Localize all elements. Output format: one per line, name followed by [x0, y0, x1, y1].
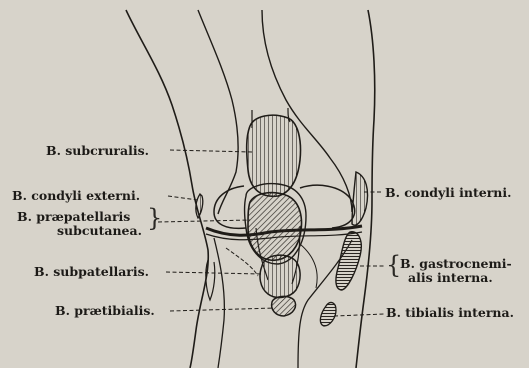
bursa-subpatellaris: [260, 255, 300, 297]
medial-condyle: [300, 185, 355, 228]
label-gastrocnemialis-line2: alis interna.: [408, 271, 493, 284]
brace-gastrocnemialis: {: [386, 255, 401, 275]
leader-subpatellaris: [166, 272, 262, 274]
label-condyli-interni: B. condyli interni.: [385, 186, 512, 199]
bursa-praepatellaris: [248, 193, 302, 261]
label-tibialis-interna: B. tibialis interna.: [386, 306, 514, 319]
label-gastrocnemialis-line1: B. gastrocnemi-: [400, 257, 512, 270]
femur-left-edge: [198, 10, 238, 214]
leader-tibialis-interna: [334, 314, 384, 316]
bursa-praetibialis: [272, 296, 296, 316]
leader-praetibialis: [170, 308, 274, 311]
tibia-left-edge: [214, 238, 224, 368]
label-praepatellaris-line2: subcutanea.: [57, 224, 142, 237]
label-praetibialis: B. prætibialis.: [55, 304, 155, 317]
bursa-gastrocnemialis: [336, 232, 361, 290]
bursa-condyli-interni: [352, 172, 368, 225]
brace-praepatellaris: }: [147, 208, 162, 228]
label-praepatellaris-line1: B. præpatellaris: [17, 210, 130, 223]
lateral-condyle: [214, 186, 246, 228]
bursa-tibialis-interna: [320, 303, 336, 326]
label-condyli-externi: B. condyli externi.: [12, 189, 140, 202]
leader-subcruralis: [170, 150, 252, 152]
label-subpatellaris: B. subpatellaris.: [34, 265, 149, 278]
bursa-condyli-externi: [196, 194, 203, 218]
label-subcruralis: B. subcruralis.: [46, 144, 149, 157]
leader-praepatellaris: [158, 220, 250, 222]
